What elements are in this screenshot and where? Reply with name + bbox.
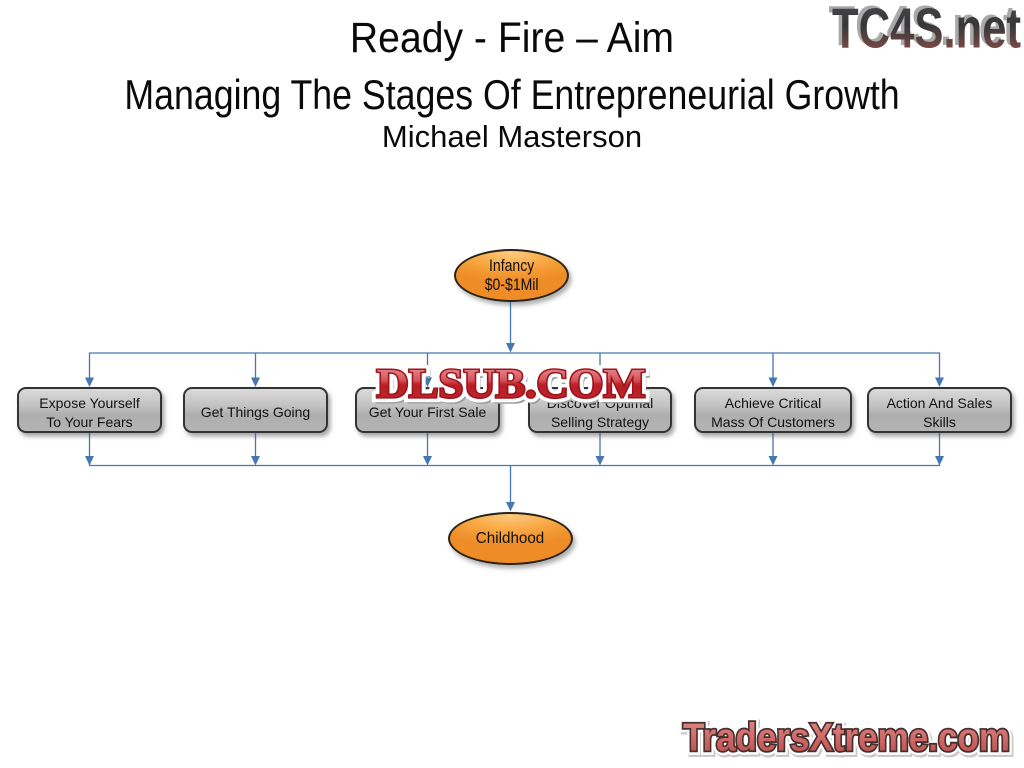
- svg-text:DLSUB.COM: DLSUB.COM: [379, 364, 648, 409]
- svg-text:DLSUB.COM: DLSUB.COM: [377, 361, 646, 406]
- svg-text:TradersXtreme.com: TradersXtreme.com: [684, 718, 1011, 761]
- svg-text:TradersXtreme.com: TradersXtreme.com: [683, 716, 1010, 759]
- svg-text:TC4S.net: TC4S.net: [832, 0, 1021, 60]
- svg-text:DLSUB.COM: DLSUB.COM: [377, 361, 646, 406]
- svg-text:TC4S.net: TC4S.net: [829, 0, 1018, 57]
- svg-text:DLSUB.COM: DLSUB.COM: [377, 361, 646, 406]
- svg-text:TradersXtreme.com: TradersXtreme.com: [683, 716, 1010, 759]
